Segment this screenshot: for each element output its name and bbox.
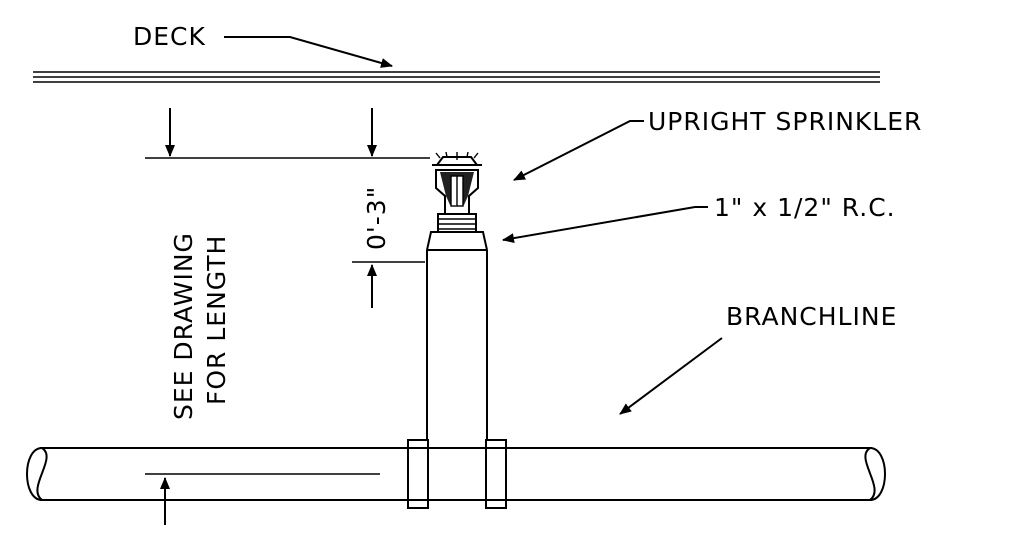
dimension-label: 0'-3" [362, 186, 391, 250]
deck-leader-arrow [224, 36, 393, 68]
branchline-pipe [26, 447, 886, 501]
tee-fitting [407, 439, 507, 509]
for-length-label: FOR LENGTH [202, 235, 231, 405]
sprinkler-label: UPRIGHT SPRINKLER [648, 107, 922, 136]
upright-sprinkler [432, 151, 482, 215]
riser-nipple [426, 249, 488, 440]
branchline-label: BRANCHLINE [726, 302, 897, 331]
deck-label: DECK [133, 22, 206, 51]
reducer-leader-arrow [502, 206, 708, 244]
reducer-label: 1" x 1/2" R.C. [714, 193, 896, 222]
branchline-leader-arrow [619, 337, 723, 415]
see-drawing-label: SEE DRAWING [169, 232, 198, 420]
reducing-coupling [426, 213, 488, 251]
deck-line [33, 71, 880, 83]
sprinkler-leader-arrow [513, 120, 644, 181]
